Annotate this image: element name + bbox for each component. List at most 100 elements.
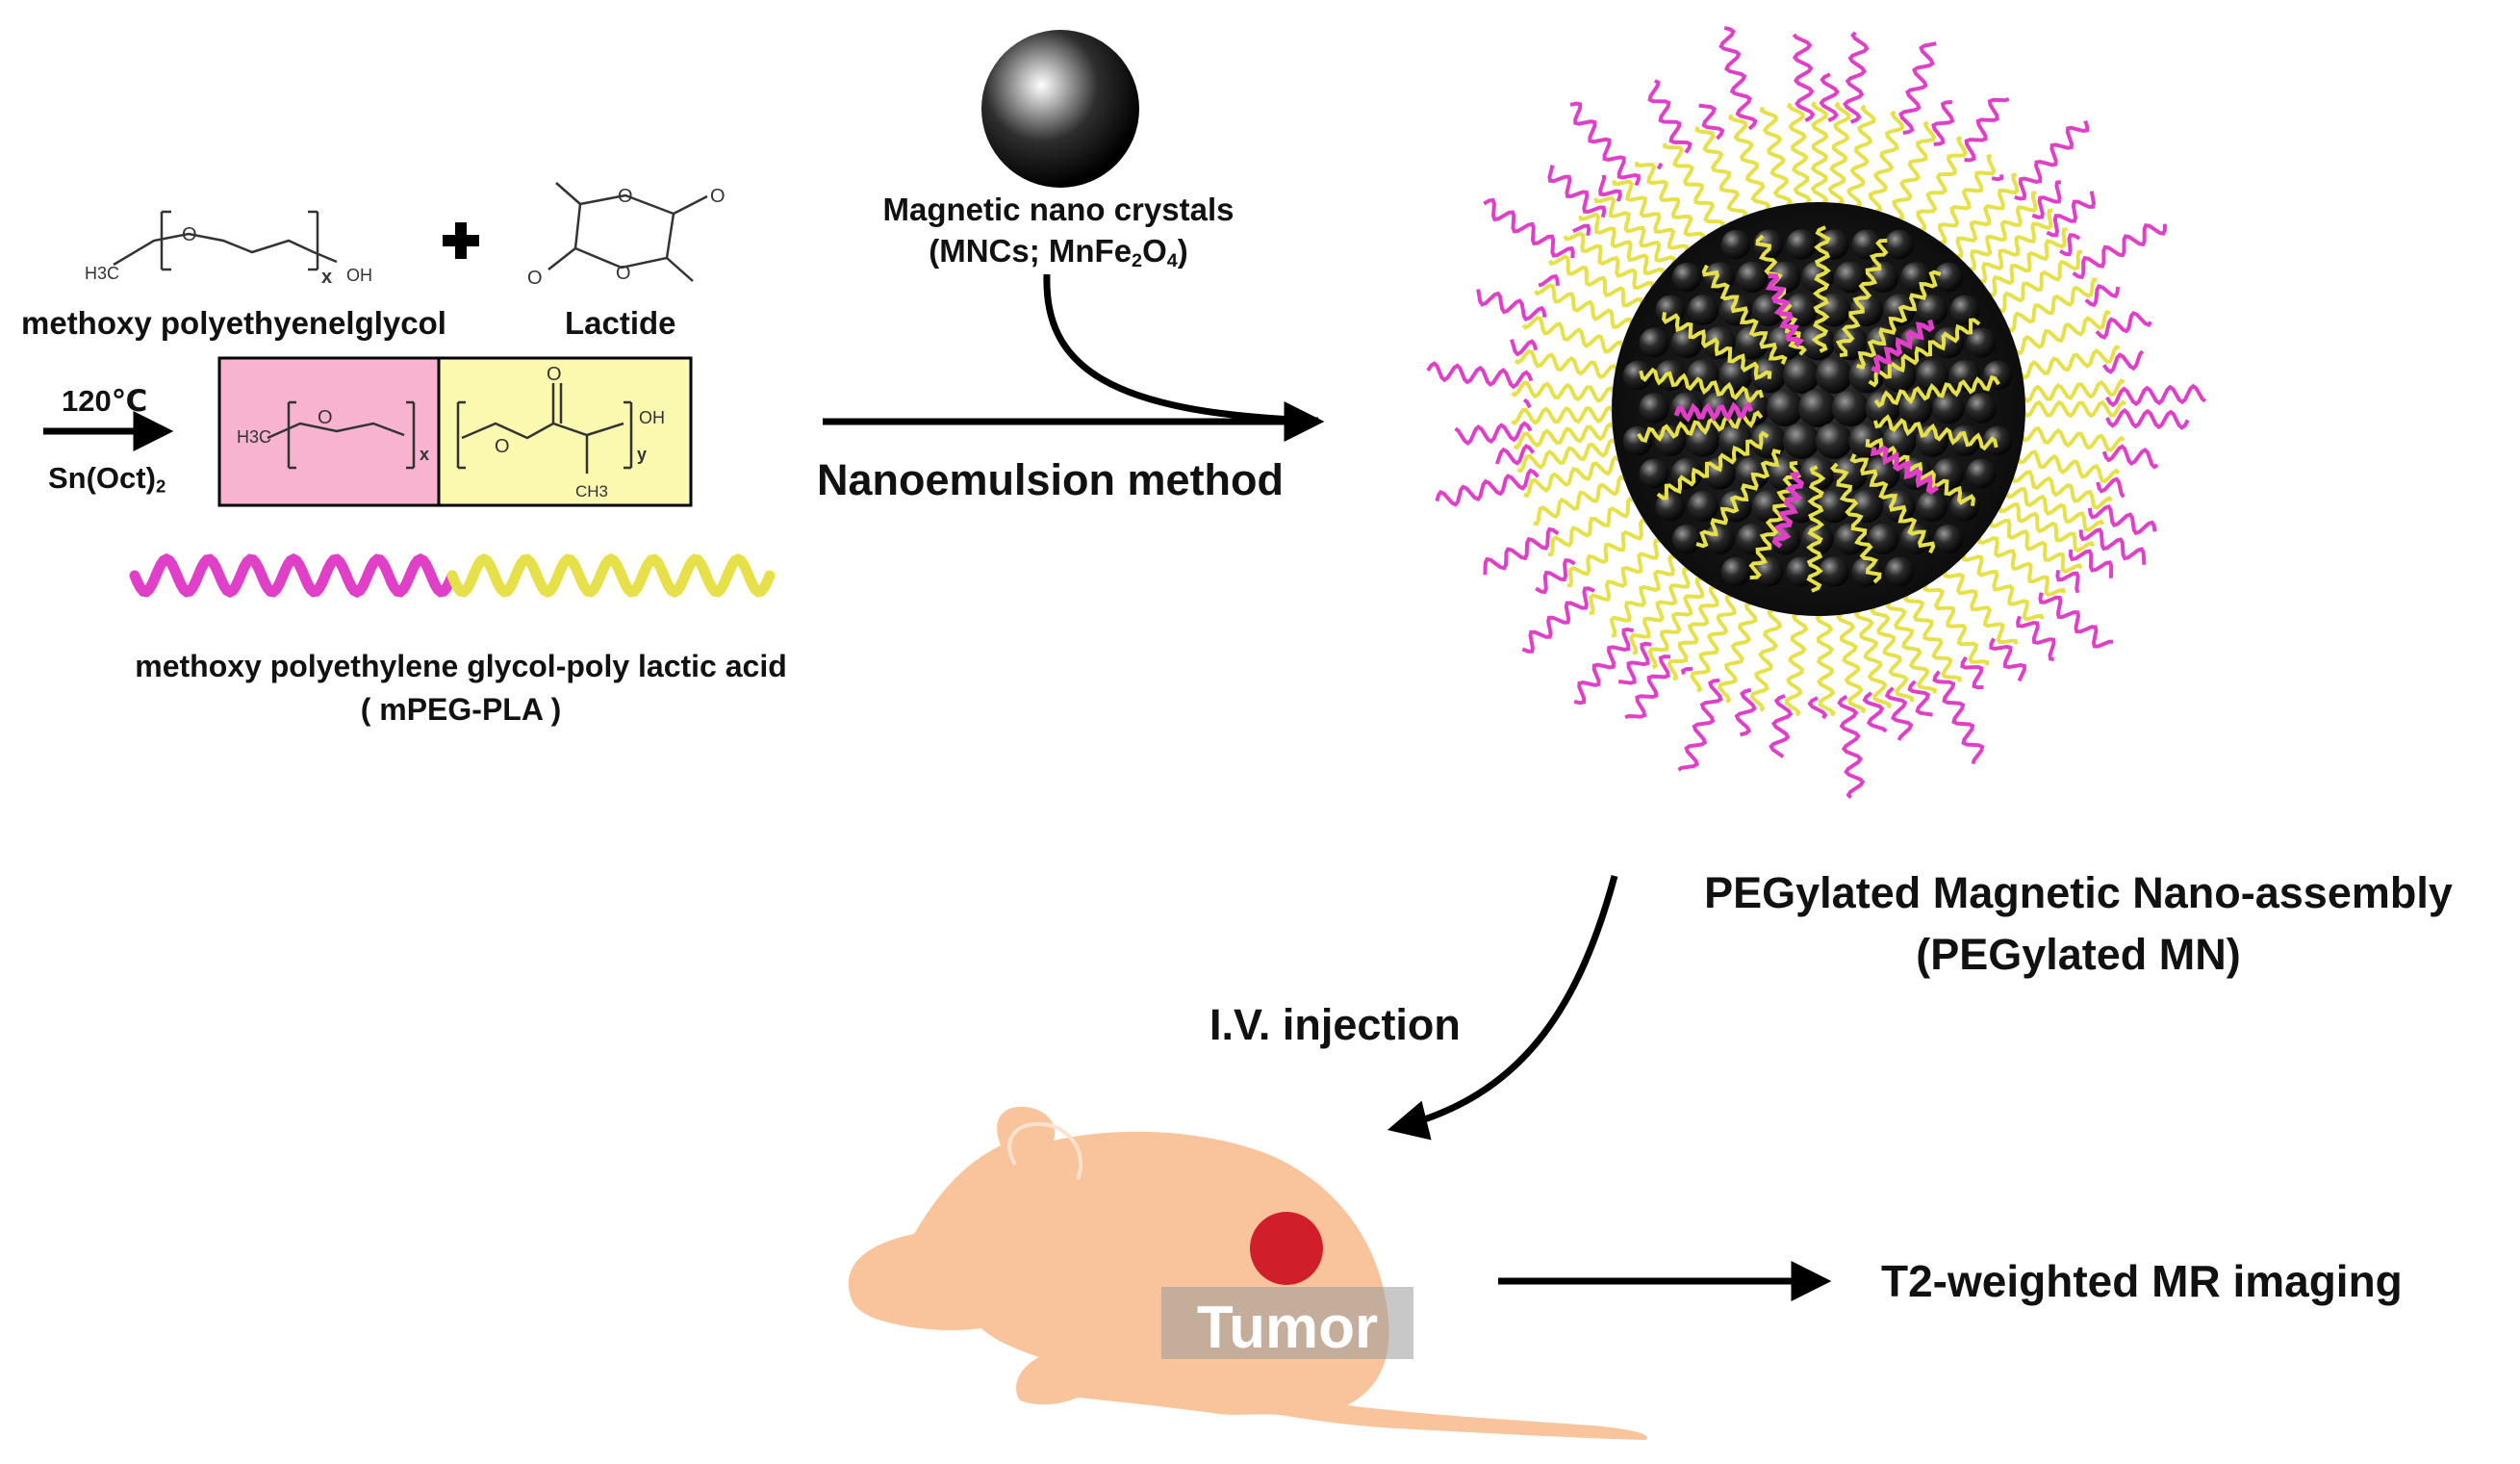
polymer-chain bbox=[2046, 191, 2097, 238]
polymer-chain bbox=[1884, 686, 1914, 741]
polymer-chain bbox=[1769, 694, 1794, 758]
polymer-chain bbox=[1898, 41, 1937, 136]
core-nanoparticle bbox=[1816, 357, 1852, 394]
core-nanoparticle bbox=[1750, 423, 1787, 459]
polymer-chain bbox=[1510, 339, 1539, 357]
core-nanoparticle bbox=[1782, 422, 1820, 460]
polymer-chain bbox=[1535, 558, 1576, 595]
polymer-chain bbox=[2105, 383, 2207, 408]
core-nanoparticle bbox=[1704, 524, 1735, 554]
polymer-chain bbox=[1734, 687, 1757, 737]
polymer-chain bbox=[1547, 165, 1607, 218]
core-nanoparticle bbox=[1671, 524, 1702, 554]
core-nanoparticle bbox=[1948, 359, 1981, 392]
core-nanoparticle bbox=[1949, 295, 1980, 325]
core-nanoparticle bbox=[1798, 389, 1837, 427]
polymer-chain bbox=[2101, 444, 2159, 470]
mouse-ear bbox=[1007, 1121, 1083, 1180]
core-nanoparticle bbox=[1851, 229, 1882, 260]
core-nanoparticle bbox=[1932, 326, 1965, 359]
core-nanoparticle bbox=[1671, 262, 1702, 293]
polymer-chain bbox=[1656, 162, 1664, 170]
tumor-spot bbox=[1250, 1212, 1323, 1285]
polymer-chain bbox=[1656, 430, 1769, 501]
polymer-chain bbox=[1811, 225, 1831, 353]
polymer-chain bbox=[1871, 319, 1935, 374]
polymer-chain bbox=[2105, 407, 2190, 430]
polymer-chain bbox=[2014, 119, 2090, 201]
polymer-chain bbox=[1765, 273, 1805, 347]
core-nanoparticle bbox=[1916, 424, 1948, 457]
pla-block bbox=[437, 356, 693, 507]
polymer-chain bbox=[1771, 471, 1805, 549]
polymer-chain bbox=[1849, 453, 1936, 554]
polymer-chain bbox=[2095, 310, 2153, 340]
lactide-o3: O bbox=[616, 263, 631, 284]
polymer-chain bbox=[1873, 374, 2000, 408]
core-nanoparticle bbox=[1736, 261, 1769, 294]
polymer-chain bbox=[2059, 233, 2081, 257]
core-nanoparticle bbox=[1786, 229, 1817, 260]
polymer-chain bbox=[1569, 101, 1641, 187]
core-nanoparticle bbox=[1982, 425, 2013, 456]
polymer-chain bbox=[1624, 655, 1671, 720]
polymer-chain bbox=[1494, 443, 1536, 466]
polymer-chain bbox=[2016, 615, 2056, 661]
polymer-chain bbox=[1837, 694, 1866, 799]
mnc-formula-mid: O bbox=[1142, 233, 1167, 269]
assembly-label-line2: (PEGylated MN) bbox=[1916, 930, 2241, 979]
polymer-chain bbox=[1522, 398, 1532, 409]
core-nanoparticle bbox=[1688, 295, 1718, 325]
polymer-chain bbox=[1932, 670, 1985, 765]
copolymer-name: methoxy polyethylene glycol-poly lactic … bbox=[135, 649, 787, 683]
iv-injection-label: I.V. injection bbox=[1209, 1000, 1461, 1049]
core-nanoparticle bbox=[1884, 556, 1915, 587]
polymer-chain bbox=[1755, 234, 1807, 356]
polymer-chain bbox=[1639, 367, 1765, 404]
polymer-chain bbox=[1454, 421, 1533, 446]
polymer-chain bbox=[2096, 476, 2125, 499]
polymer-chain bbox=[1521, 586, 1595, 654]
lactide-o1: O bbox=[618, 186, 633, 207]
core-nanoparticle bbox=[1916, 490, 1948, 523]
core-nanoparticle bbox=[1832, 455, 1869, 492]
polymer-chain bbox=[2078, 527, 2147, 565]
mouse-body bbox=[848, 1106, 1647, 1440]
polymer-chain bbox=[1868, 318, 1981, 388]
polymer-chain bbox=[1819, 72, 1840, 123]
core-nanoparticle bbox=[1622, 360, 1653, 391]
core-nanoparticle bbox=[1867, 523, 1899, 555]
mnc-formula-sub1: 2 bbox=[1132, 249, 1143, 271]
catalyst-main: Sn(Oct) bbox=[48, 461, 156, 495]
core-nanoparticle bbox=[1966, 458, 1997, 489]
polymer-chain bbox=[1426, 361, 1534, 390]
polymer-chain bbox=[1931, 99, 1955, 146]
polymer-chain bbox=[2101, 349, 2145, 374]
core-nanoparticle bbox=[1834, 261, 1867, 294]
polymer-chain bbox=[1907, 680, 1933, 717]
injection-arrow bbox=[1387, 875, 1618, 1141]
core-nanoparticle bbox=[1784, 293, 1819, 327]
temperature-label: 120℃ bbox=[62, 384, 148, 418]
polymer-chain bbox=[1872, 414, 1998, 451]
core-nanoparticle bbox=[1687, 424, 1719, 457]
copolymer-h3c: H3C bbox=[237, 427, 271, 447]
polymer-chain bbox=[1701, 264, 1788, 365]
mpeg-oxygen: O bbox=[182, 224, 197, 245]
core-nanoparticle bbox=[1966, 327, 1997, 358]
polymer-chain bbox=[1695, 449, 1781, 549]
polymer-chain bbox=[1573, 627, 1635, 706]
core-nanoparticle bbox=[1831, 389, 1870, 427]
core-nanoparticle bbox=[1720, 229, 1751, 260]
polymer-chain bbox=[1572, 223, 1591, 237]
core-nanoparticle bbox=[1916, 359, 1948, 392]
mnc-label-line1: Magnetic nano crystals bbox=[882, 192, 1235, 227]
core-nanoparticle bbox=[1736, 523, 1769, 555]
surface-chains bbox=[1637, 225, 2000, 593]
core-nanoparticle bbox=[1622, 425, 1653, 456]
catalyst-subscript: 2 bbox=[155, 475, 166, 497]
copolymer-abbr: ( mPEG-PLA ) bbox=[360, 692, 562, 727]
core-nanoparticle bbox=[1766, 389, 1804, 427]
polymer-chain bbox=[1673, 400, 1754, 423]
